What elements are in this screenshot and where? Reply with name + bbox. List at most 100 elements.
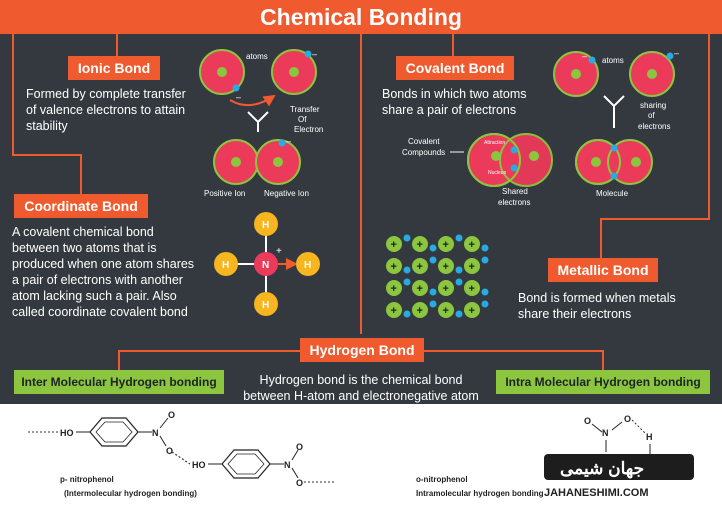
- free-electron: [429, 256, 437, 264]
- free-electron: [455, 234, 463, 242]
- metal-cation: [464, 258, 480, 274]
- metallic-text-line: Bond is formed when metals: [518, 291, 676, 305]
- metal-cation: [386, 258, 402, 274]
- o-atom: O: [166, 446, 173, 456]
- hydrogen-bond-line: [631, 419, 647, 435]
- atom-symbol: H: [304, 260, 311, 271]
- ho-group: HO: [192, 460, 206, 470]
- metal-cation: [412, 236, 428, 252]
- o-nitrophenol-label: o-nitrophenol: [416, 475, 468, 484]
- charge-label: +: [276, 246, 282, 257]
- sharing-label: sharing: [640, 101, 666, 110]
- free-electron: [481, 244, 489, 252]
- metallic-bond-label: Metallic Bond: [548, 258, 658, 282]
- free-electron: [455, 266, 463, 274]
- metal-cation: [412, 280, 428, 296]
- free-electron: [403, 234, 411, 242]
- connector-left-h: [12, 154, 82, 156]
- electron-icon: [232, 84, 240, 92]
- hydrogen-bond-line: [171, 451, 191, 465]
- cation-charge: +: [417, 305, 423, 317]
- o-nitrophenol-note: Intramolecular hydrogen bonding: [416, 489, 544, 498]
- atom-symbol: H: [262, 220, 269, 231]
- connector-left: [12, 34, 14, 156]
- hydrogen-text-line: Hydrogen bond is the chemical bond: [259, 373, 463, 387]
- n-atom: N: [152, 428, 159, 438]
- positive-ion-label: Positive Ion: [204, 189, 245, 198]
- cation-charge: +: [469, 305, 475, 317]
- cation-charge: +: [443, 305, 449, 317]
- connector-metallic: [600, 218, 602, 258]
- free-electron: [429, 288, 437, 296]
- cation-charge: +: [391, 305, 397, 317]
- cation-charge: +: [443, 239, 449, 251]
- ionic-atoms-label: atoms: [246, 52, 268, 61]
- watermark-url: JAHANESHIMI.COM: [544, 487, 649, 499]
- free-electron: [403, 310, 411, 318]
- hydrogen-atom: [214, 252, 238, 276]
- free-electron: [403, 278, 411, 286]
- ho-group: HO: [60, 428, 74, 438]
- connector-covalent: [452, 34, 454, 56]
- hydrogen-atom: [296, 252, 320, 276]
- svg-text:–: –: [582, 51, 587, 61]
- free-electron: [481, 288, 489, 296]
- ionic-bond-description: Formed by complete transfer of valence e…: [26, 86, 206, 134]
- molecule-label: Molecule: [596, 189, 629, 198]
- metallic-text-line: share their electrons: [518, 307, 632, 321]
- metal-cation: [412, 258, 428, 274]
- o-atom: O: [168, 410, 175, 420]
- connector-inter: [118, 350, 120, 372]
- p-nitrophenol-label: p- nitrophenol: [60, 475, 114, 484]
- covalent-text-line: share a pair of electrons: [382, 103, 517, 117]
- page-title: Chemical Bonding: [260, 4, 462, 30]
- n-atom: N: [284, 460, 291, 470]
- connector-ionic: [116, 34, 118, 56]
- intra-molecular-label: Intra Molecular Hydrogen bonding: [496, 370, 710, 394]
- coordinate-bond-label: Coordinate Bond: [14, 194, 148, 218]
- covalent-atoms-label: atoms: [602, 56, 624, 65]
- atom-symbol: H: [222, 260, 229, 271]
- o-atom: O: [296, 442, 303, 452]
- cation-charge: +: [443, 283, 449, 295]
- atom-symbol: N: [262, 260, 269, 271]
- covalent-bond-label: Covalent Bond: [396, 56, 514, 80]
- h-atom: H: [646, 432, 653, 442]
- inter-molecular-label: Inter Molecular Hydrogen bonding: [14, 370, 224, 394]
- metallic-lattice-diagram: ++++++++++++++++: [386, 234, 489, 318]
- atom-symbol: H: [262, 300, 269, 311]
- sharing-label: electrons: [638, 122, 670, 131]
- metal-cation: [386, 236, 402, 252]
- coordinate-text-line: A covalent chemical bond: [12, 225, 154, 239]
- nucleus-label: Nucleus: [488, 170, 507, 176]
- transfer-label: Electron: [294, 125, 323, 134]
- p-nitrophenol-note: (Intermolecular hydrogen bonding): [64, 489, 197, 498]
- coordinate-text-line: called coordinate covalent bond: [12, 305, 188, 319]
- transfer-label: Transfer: [290, 105, 320, 114]
- metal-cation: [464, 302, 480, 318]
- metal-cation: [438, 280, 454, 296]
- compounds-label: Covalent: [408, 137, 440, 146]
- transfer-label: Of: [298, 115, 307, 124]
- sharing-label: of: [648, 111, 655, 120]
- metal-cation: [386, 280, 402, 296]
- free-electron: [481, 300, 489, 308]
- cation-charge: +: [469, 283, 475, 295]
- ionic-text-line: stability: [26, 119, 68, 133]
- svg-text:–: –: [236, 92, 241, 102]
- free-electron: [481, 256, 489, 264]
- coordinate-text-line: a pair of electrons with another: [12, 273, 183, 287]
- coordinate-text-line: produced when one atom shares: [12, 257, 195, 271]
- cation-charge: +: [469, 261, 475, 273]
- coordinate-bond-description: A covalent chemical bond between two ato…: [12, 224, 208, 320]
- hydrogen-atom: [254, 212, 278, 236]
- svg-text:–: –: [674, 48, 679, 58]
- svg-text:–: –: [286, 136, 291, 146]
- hydrogen-bond-description: Hydrogen bond is the chemical bond betwe…: [230, 372, 492, 404]
- nitrophenol-structures: HO N O O HO N O O p- nitrophenol (Interm…: [28, 410, 694, 499]
- free-electron: [455, 278, 463, 286]
- nitrogen-atom: [254, 252, 278, 276]
- cation-charge: +: [391, 239, 397, 251]
- coordinate-text-line: between two atoms that is: [12, 241, 157, 255]
